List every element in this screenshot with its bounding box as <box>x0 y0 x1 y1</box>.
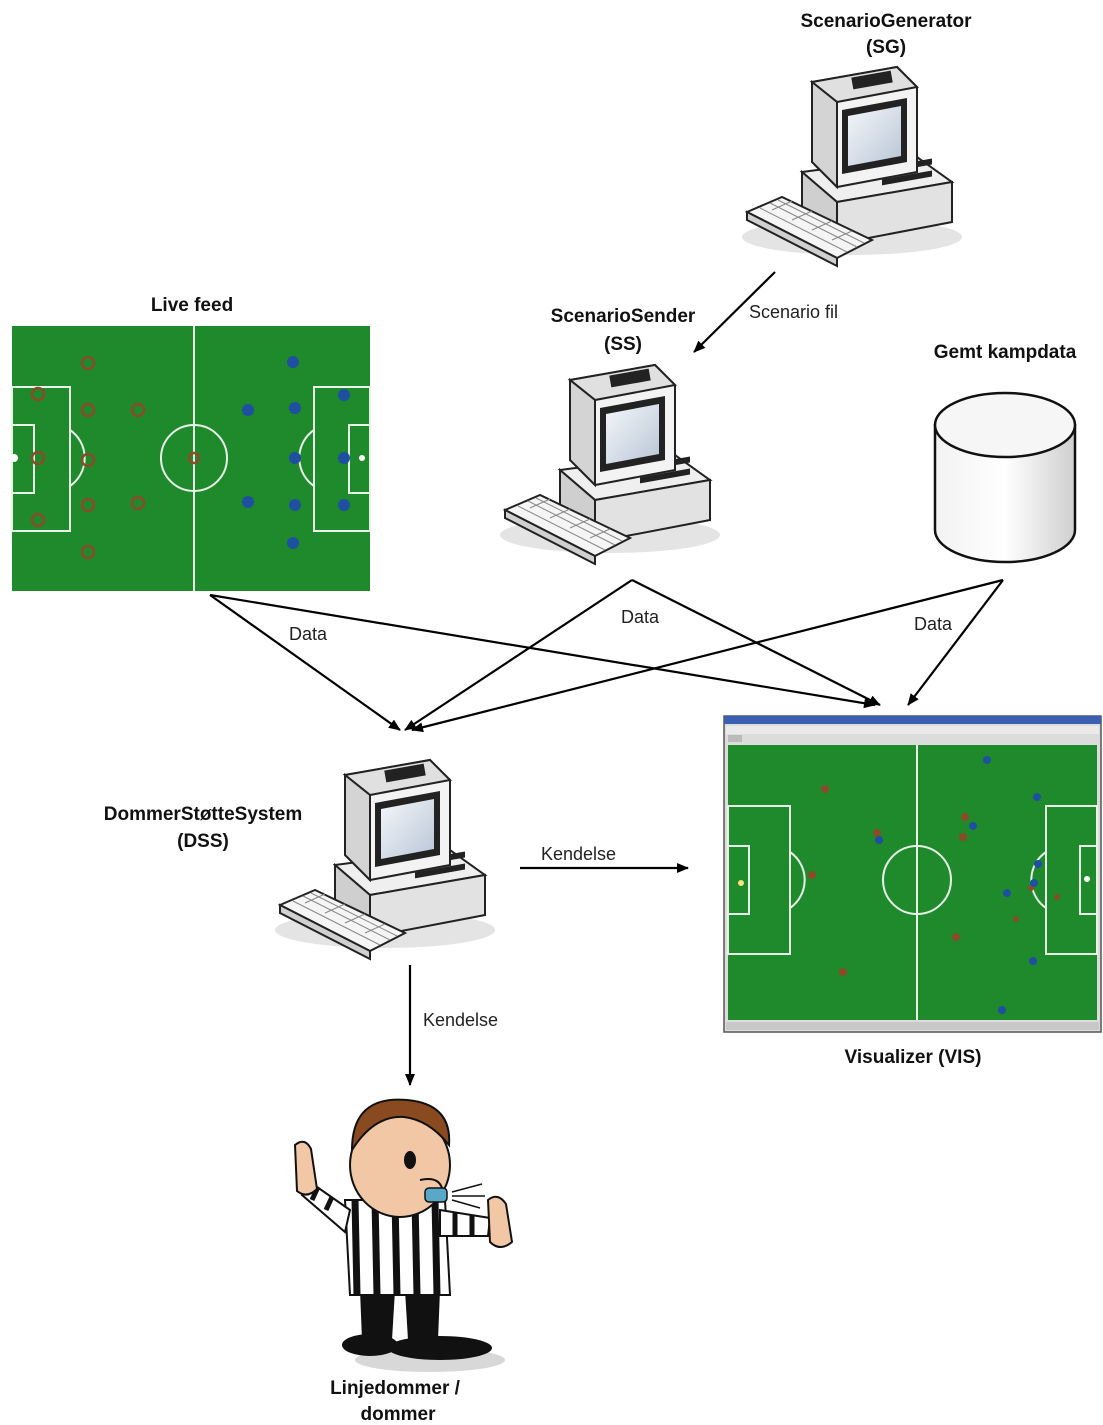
edge-label-scenario-fil: Scenario fil <box>749 302 838 322</box>
visualizer-label: Visualizer (VIS) <box>845 1047 982 1068</box>
node-referee: Linjedommer / dommer <box>293 1098 514 1425</box>
node-dss: DommerStøtteSystem (DSS) <box>104 759 496 960</box>
arrow-ss-to-dss <box>404 579 633 731</box>
computer-icon <box>499 364 721 565</box>
edge-label-live-data: Data <box>289 624 328 644</box>
arrow-live-to-vis <box>209 593 876 709</box>
referee-label-line2: dommer <box>361 1404 437 1425</box>
node-scenario-generator: ScenarioGenerator (SG) <box>741 11 972 267</box>
database-cylinder-icon <box>933 391 1077 564</box>
arrow-sg-to-ss <box>693 271 776 353</box>
referee-icon <box>293 1098 514 1372</box>
edge-label-ss-data: Data <box>621 607 660 627</box>
ss-subtitle: (SS) <box>604 334 642 355</box>
computer-icon <box>741 66 963 267</box>
arrows <box>209 271 1004 1086</box>
sg-title: ScenarioGenerator <box>800 11 972 32</box>
node-scenario-sender: ScenarioSender (SS) <box>499 306 721 565</box>
sg-subtitle: (SG) <box>866 37 906 58</box>
node-database: Gemt kampdata <box>933 342 1077 564</box>
node-live-feed: Live feed <box>10 295 371 591</box>
visualizer-window <box>723 715 1102 1033</box>
dss-subtitle: (DSS) <box>177 831 229 852</box>
referee-label-line1: Linjedommer / <box>330 1378 461 1399</box>
edge-label-dss-vis-kendelse: Kendelse <box>541 844 616 864</box>
db-label: Gemt kampdata <box>934 342 1077 363</box>
live-feed-pitch <box>10 326 371 591</box>
arrow-db-to-dss <box>411 578 1004 733</box>
dss-title: DommerStøtteSystem <box>104 804 303 825</box>
arrow-db-to-vis <box>907 579 1004 706</box>
arrow-live-to-dss <box>209 594 401 731</box>
edge-label-db-data: Data <box>914 614 953 634</box>
computer-icon <box>274 759 496 960</box>
edge-label-dss-ref-kendelse: Kendelse <box>423 1010 498 1030</box>
ss-title: ScenarioSender <box>551 306 696 327</box>
node-visualizer: Visualizer (VIS) <box>723 715 1102 1068</box>
live-feed-label: Live feed <box>151 295 233 316</box>
